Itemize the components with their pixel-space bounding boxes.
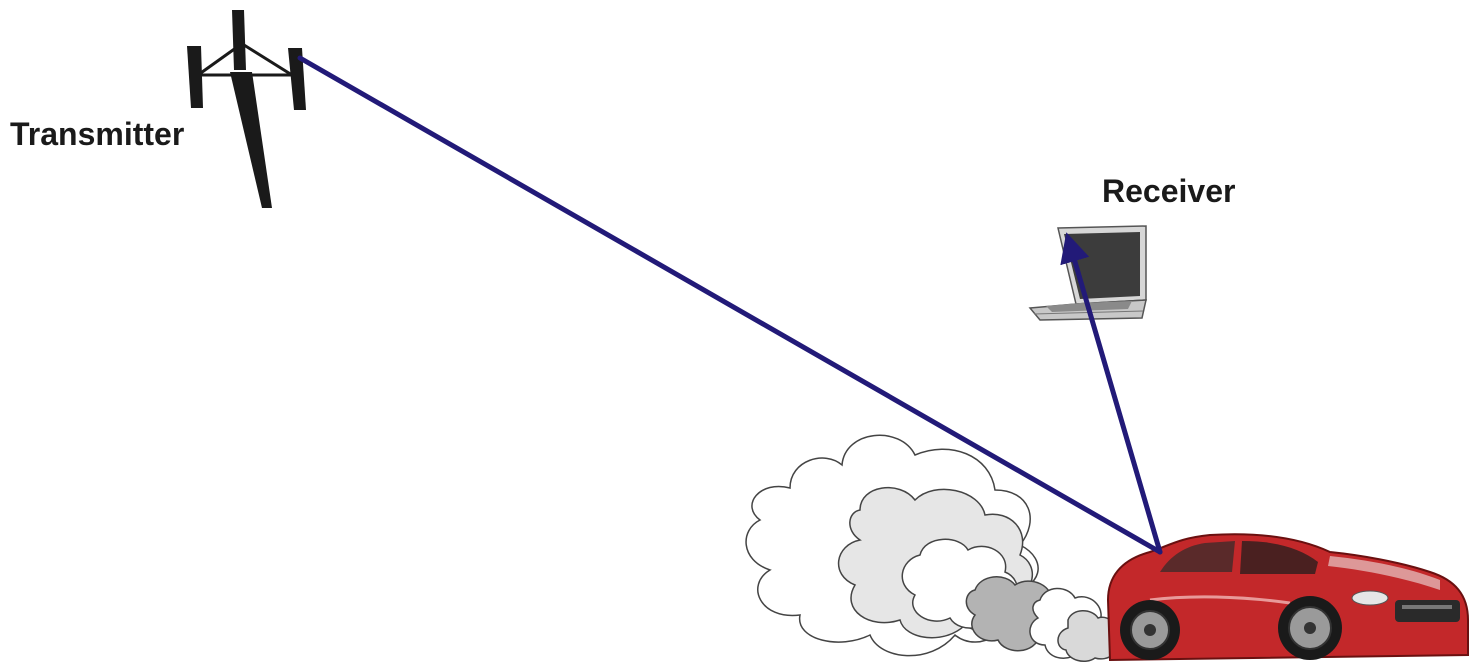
vehicle-car-icon: [1106, 533, 1469, 662]
signal-line-car-to-receiver: [1060, 232, 1163, 555]
transmitter-tower-icon: [187, 10, 306, 208]
transmitter-label: Transmitter: [10, 116, 185, 152]
signal-line-transmitter-to-car: [297, 55, 1163, 555]
receiver-label: Receiver: [1102, 173, 1236, 209]
exhaust-smoke-icon: [745, 434, 1118, 662]
signal-path: [297, 55, 1163, 555]
